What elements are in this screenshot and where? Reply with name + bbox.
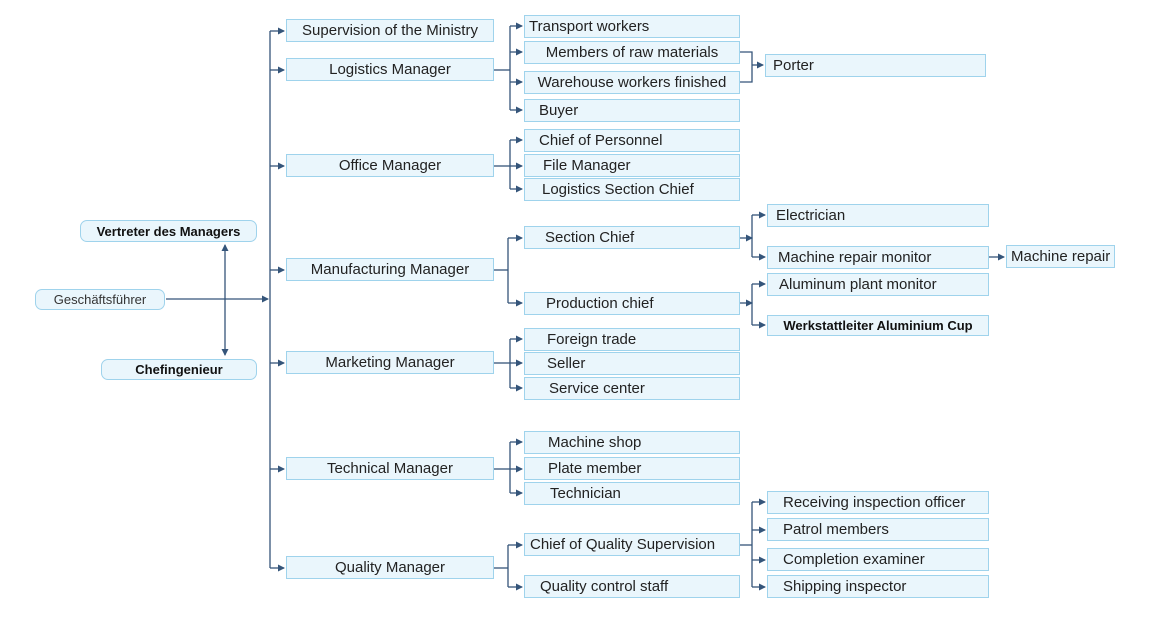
node-manufacturing: Manufacturing Manager xyxy=(286,258,494,281)
node-buyer: Buyer xyxy=(524,99,740,122)
node-office: Office Manager xyxy=(286,154,494,177)
node-logistics: Logistics Manager xyxy=(286,58,494,81)
node-file-manager: File Manager xyxy=(524,154,740,177)
node-logistics-section-chief: Logistics Section Chief xyxy=(524,178,740,201)
node-patrol-members: Patrol members xyxy=(767,518,989,541)
node-quality: Quality Manager xyxy=(286,556,494,579)
node-aluminum-plant-monitor: Aluminum plant monitor xyxy=(767,273,989,296)
node-supervision: Supervision of the Ministry xyxy=(286,19,494,42)
node-machine-repair-monitor: Machine repair monitor xyxy=(767,246,989,269)
node-machine-shop: Machine shop xyxy=(524,431,740,454)
node-chief-engineer: Chefingenieur xyxy=(101,359,257,380)
edge-raw-to-porter xyxy=(740,51,753,83)
node-porter: Porter xyxy=(765,54,986,77)
node-workshop-aluminium-cup: Werkstattleiter Aluminium Cup xyxy=(767,315,989,336)
node-shipping-inspector: Shipping inspector xyxy=(767,575,989,598)
node-electrician: Electrician xyxy=(767,204,989,227)
node-warehouse-finished: Warehouse workers finished xyxy=(524,71,740,94)
node-foreign-trade: Foreign trade xyxy=(524,328,740,351)
node-technician: Technician xyxy=(524,482,740,505)
node-deputy: Vertreter des Managers xyxy=(80,220,257,242)
node-service-center: Service center xyxy=(524,377,740,400)
node-raw-materials: Members of raw materials xyxy=(524,41,740,64)
node-machine-repair: Machine repair xyxy=(1006,245,1115,268)
node-technical: Technical Manager xyxy=(286,457,494,480)
node-seller: Seller xyxy=(524,352,740,375)
node-quality-control-staff: Quality control staff xyxy=(524,575,740,598)
node-production-chief: Production chief xyxy=(524,292,740,315)
node-section-chief: Section Chief xyxy=(524,226,740,249)
node-chief-quality-supervision: Chief of Quality Supervision xyxy=(524,533,740,556)
node-marketing: Marketing Manager xyxy=(286,351,494,374)
node-completion-examiner: Completion examiner xyxy=(767,548,989,571)
node-receiving-inspection: Receiving inspection officer xyxy=(767,491,989,514)
node-chief-personnel: Chief of Personnel xyxy=(524,129,740,152)
node-ceo: Geschäftsführer xyxy=(35,289,165,310)
node-transport-workers: Transport workers xyxy=(524,15,740,38)
node-plate-member: Plate member xyxy=(524,457,740,480)
